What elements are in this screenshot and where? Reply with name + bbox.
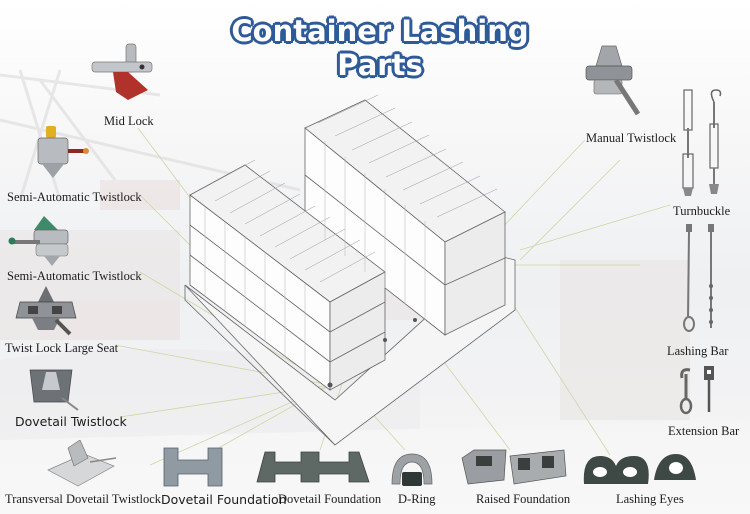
label-d-ring: D-Ring	[398, 492, 436, 506]
lashing-bar-icon	[683, 224, 714, 332]
page-title: Container Lashing Parts	[231, 14, 529, 82]
lashing-eyes-icon	[583, 454, 696, 484]
raised-foundation-icon	[461, 449, 567, 485]
label-manual-twistlock: Manual Twistlock	[586, 131, 677, 145]
mid-lock-icon	[91, 43, 153, 100]
label-raised-foundation: Raised Foundation	[476, 492, 571, 506]
twist-lock-large-seat-icon	[15, 286, 77, 336]
transversal-dovetail-twistlock-icon	[47, 440, 117, 487]
label-dovetail-foundation-1: Dovetail Foundation	[161, 492, 287, 507]
label-semi-automatic-twistlock-1: Semi-Automatic Twistlock	[7, 190, 142, 204]
label-lashing-bar: Lashing Bar	[667, 344, 729, 358]
turnbuckle-icon	[682, 89, 722, 196]
label-dovetail-foundation-2: Dovetail Foundation	[278, 492, 382, 506]
label-mid-lock: Mid Lock	[104, 114, 154, 128]
label-lashing-eyes: Lashing Eyes	[616, 492, 684, 506]
label-transversal-dovetail-twistlock: Transversal Dovetail Twistlock	[5, 492, 162, 506]
manual-twistlock-icon	[585, 45, 641, 116]
d-ring-icon	[391, 453, 433, 486]
extension-bar-icon	[679, 366, 714, 415]
semi-automatic-twistlock-icon	[37, 126, 89, 178]
label-twist-lock-large-seat: Twist Lock Large Seat	[5, 341, 119, 355]
label-extension-bar: Extension Bar	[668, 424, 740, 438]
dovetail-foundation-icon	[256, 451, 370, 483]
label-semi-automatic-twistlock-2: Semi-Automatic Twistlock	[7, 269, 142, 283]
label-dovetail-twistlock: Dovetail Twistlock	[15, 414, 127, 429]
dovetail-twistlock-icon	[29, 369, 79, 411]
dovetail-foundation-icon	[163, 447, 223, 487]
semi-automatic-twistlock-icon	[8, 216, 69, 266]
label-turnbuckle: Turnbuckle	[673, 204, 731, 218]
